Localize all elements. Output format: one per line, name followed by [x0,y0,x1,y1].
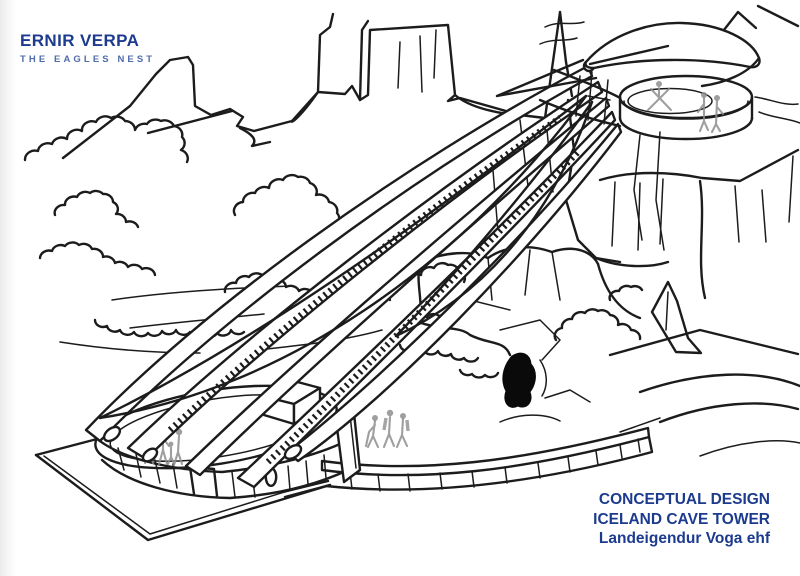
credit-line-project: ICELAND CAVE TOWER [593,510,770,528]
bow-braces [98,94,594,420]
hiker-figures [364,409,410,449]
credits-block: CONCEPTUAL DESIGN ICELAND CAVE TOWER Lan… [593,490,770,549]
platform-wall [618,116,754,141]
leaf-canopy [584,21,761,88]
backpack [382,417,388,431]
platform-rim [618,74,754,120]
credit-line-design: CONCEPTUAL DESIGN [598,491,770,508]
tube-sleeve [102,425,122,443]
canyon-cliffs [59,4,800,457]
apex-struts [538,68,624,128]
backpack [405,419,410,432]
rocks-under-platform [564,98,670,268]
arch-tube [286,122,623,463]
project-subtitle: THE EAGLES NEST [20,54,156,65]
project-title: ERNIR VERPA [20,31,140,50]
brand-block: ERNIR VERPA THE EAGLES NEST [20,31,156,65]
roof-fascia [94,436,342,474]
credit-line-owner: Landeigendur Voga ehf [598,530,770,547]
arched-stair-tower [84,58,624,489]
scan-edge-shade [0,0,16,576]
telescope-figure [646,86,673,112]
tube-sleeve [283,443,303,461]
wall-base [100,458,350,500]
canopy-seam [588,44,670,66]
canopy-lip [700,56,761,88]
eagles-nest-platform [618,74,754,141]
nest-visitor-figures [646,81,725,134]
tube-sleeve [141,447,159,463]
cave-entrance [502,352,536,408]
platform-floor [627,87,713,115]
link-wedge [495,58,598,98]
